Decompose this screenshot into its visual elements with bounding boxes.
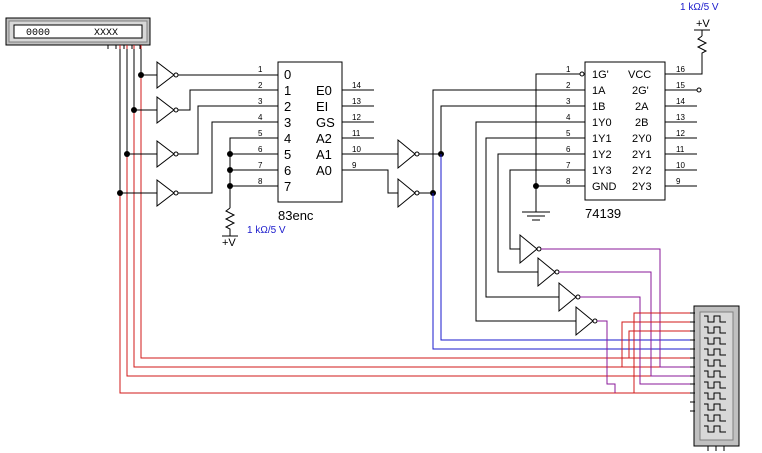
decoder-pin-9: 9 (676, 177, 681, 186)
word-generator[interactable]: 0000 XXXX (5, 17, 151, 49)
decoder-pin-10: 10 (676, 161, 685, 170)
decoder-pin-1: 1 (566, 65, 571, 74)
decoder-right-label-13: 2B (635, 117, 648, 129)
encoder-input-label-0: 0 (284, 67, 291, 82)
encoder-input-label-6: 6 (284, 163, 291, 178)
encoder-input-label-4: 4 (284, 131, 291, 146)
encoder-output-label-a1: A1 (316, 147, 332, 162)
decoder-pin-5: 5 (566, 129, 571, 138)
encoder-resistor-value: 1 kΩ/5 V (247, 225, 286, 236)
generator-black-lines (119, 49, 157, 194)
word-generator-right-value: XXXX (94, 28, 118, 39)
encoder-name: 83enc (278, 208, 314, 223)
encoder-pin-5: 5 (258, 129, 263, 138)
decoder-left-label-2: 1A (592, 85, 606, 97)
encoder-pin-8: 8 (258, 177, 263, 186)
encoder-pin-7: 7 (258, 161, 263, 170)
decoder-right-label-12: 2Y0 (632, 133, 652, 145)
encoder-pin-2: 2 (258, 81, 263, 90)
encoder-pin-4: 4 (258, 113, 263, 122)
decoder-ground-wires (522, 73, 585, 221)
decoder-1g-bubble (579, 71, 585, 77)
decoder-right-label-15: 2G' (632, 85, 649, 97)
word-generator-left-value: 0000 (26, 28, 50, 39)
encoder-input-label-2: 2 (284, 99, 291, 114)
encoder-pin-9: 9 (352, 161, 357, 170)
encoder-input-label-3: 3 (284, 115, 291, 130)
vcc-resistor-rail: +V (696, 18, 710, 30)
decoder-pin-3: 3 (566, 97, 571, 106)
decoder-right-label-10: 2Y2 (632, 165, 652, 177)
encoder-pin-10: 10 (352, 145, 361, 154)
encoder-input-label-1: 1 (284, 83, 291, 98)
encoder-output-label-e0: E0 (316, 83, 332, 98)
decoder-pin-6: 6 (566, 145, 571, 154)
decoder-right-label-14: 2A (635, 101, 649, 113)
decoder-pin-2: 2 (566, 81, 571, 90)
red-extra-wires (615, 312, 695, 394)
logic-analyzer[interactable] (690, 305, 740, 451)
decoder-pin-13: 13 (676, 113, 685, 122)
decoder-pin-12: 12 (676, 129, 685, 138)
encoder-pin-13: 13 (352, 97, 361, 106)
encoder-pin-11: 11 (352, 129, 361, 138)
decoder-right-stubs (665, 56, 703, 187)
encoder-output-label-a2: A2 (316, 131, 332, 146)
decoder-chip[interactable]: 1G' 1A 1B 1Y0 1Y1 1Y2 1Y3 GND VCC 2G' 2A… (584, 61, 666, 201)
address-inverters (397, 138, 420, 209)
output-inverters (519, 233, 598, 337)
encoder-pin-12: 12 (352, 113, 361, 122)
purple-bus-wires (541, 248, 695, 393)
decoder-left-label-4: 1Y0 (592, 117, 612, 129)
encoder-output-label-a0: A0 (316, 163, 332, 178)
vcc-resistor (694, 29, 710, 56)
encoder-address-wires (342, 153, 398, 194)
decoder-right-label-9: 2Y3 (632, 181, 652, 193)
input-inverters (156, 60, 179, 208)
decoder-left-label-7: 1Y3 (592, 165, 612, 177)
decoder-left-label-3: 1B (592, 101, 605, 113)
inverter-to-encoder-wires (178, 74, 278, 194)
encoder-resistor-rail: +V (222, 237, 236, 249)
decoder-pin-numbers: 1 2 3 4 5 6 7 8 16 15 14 13 12 11 10 9 (566, 65, 685, 186)
decoder-pin-16: 16 (676, 65, 685, 74)
decoder-name: 74139 (585, 206, 621, 221)
encoder-input-label-5: 5 (284, 147, 291, 162)
encoder-pin-numbers: 1 2 3 4 5 6 7 8 14 13 12 11 10 9 (258, 65, 361, 186)
address-junctions (430, 151, 444, 196)
encoder-pin-14: 14 (352, 81, 361, 90)
blue-bus-wires (432, 154, 695, 350)
decoder-ground-junction (533, 183, 539, 189)
encoder-pin-6: 6 (258, 145, 263, 154)
decoder-pin-11: 11 (676, 145, 685, 154)
address-to-decoder-wires (419, 89, 585, 194)
encoder-pin-1: 1 (258, 65, 263, 74)
encoder-output-stubs (342, 89, 374, 139)
decoder-pin-15: 15 (676, 81, 685, 90)
encoder-input-label-7: 7 (284, 179, 291, 194)
decoder-left-label-6: 1Y2 (592, 149, 612, 161)
decoder-left-label-5: 1Y1 (592, 133, 612, 145)
encoder-pullup-junctions (227, 151, 233, 189)
vcc-resistor-value: 1 kΩ/5 V (680, 2, 719, 13)
encoder-output-label-gs: GS (316, 115, 335, 130)
decoder-left-label-8: GND (592, 181, 617, 193)
encoder-chip[interactable]: 0 1 2 3 4 5 6 7 E0 EI GS A2 A1 A0 (277, 61, 343, 203)
generator-junctions (117, 72, 144, 196)
decoder-pin-8: 8 (566, 177, 571, 186)
decoder-right-label-16: VCC (628, 69, 651, 81)
encoder-pin-3: 3 (258, 97, 263, 106)
decoder-right-label-11: 2Y1 (632, 149, 652, 161)
decoder-pin-4: 4 (566, 113, 571, 122)
decoder-left-label-1: 1G' (592, 69, 609, 81)
decoder-pin-7: 7 (566, 161, 571, 170)
decoder-pin-14: 14 (676, 97, 685, 106)
decoder-output-wires (475, 121, 585, 322)
encoder-output-label-ei: EI (316, 99, 328, 114)
